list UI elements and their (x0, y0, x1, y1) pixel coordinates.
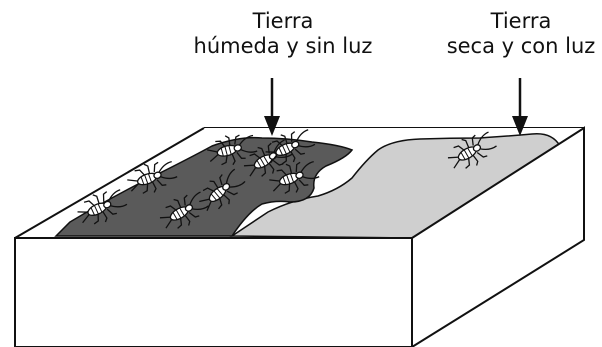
box-front (14, 126, 585, 347)
dry-soil (229, 133, 567, 239)
label-dry-line1: Tierra (490, 9, 552, 33)
label-moist-line2: húmeda y sin luz (193, 34, 373, 58)
arrow-left-icon (264, 78, 280, 136)
label-moist-line1: Tierra (252, 9, 314, 33)
label-dry-line2: seca y con luz (446, 34, 596, 58)
label-dry-light-soil: Tierra seca y con luz (440, 9, 602, 59)
arrow-right-icon (512, 78, 528, 136)
label-moist-dark-soil: Tierra húmeda y sin luz (188, 9, 378, 59)
moist-soil (54, 136, 354, 237)
